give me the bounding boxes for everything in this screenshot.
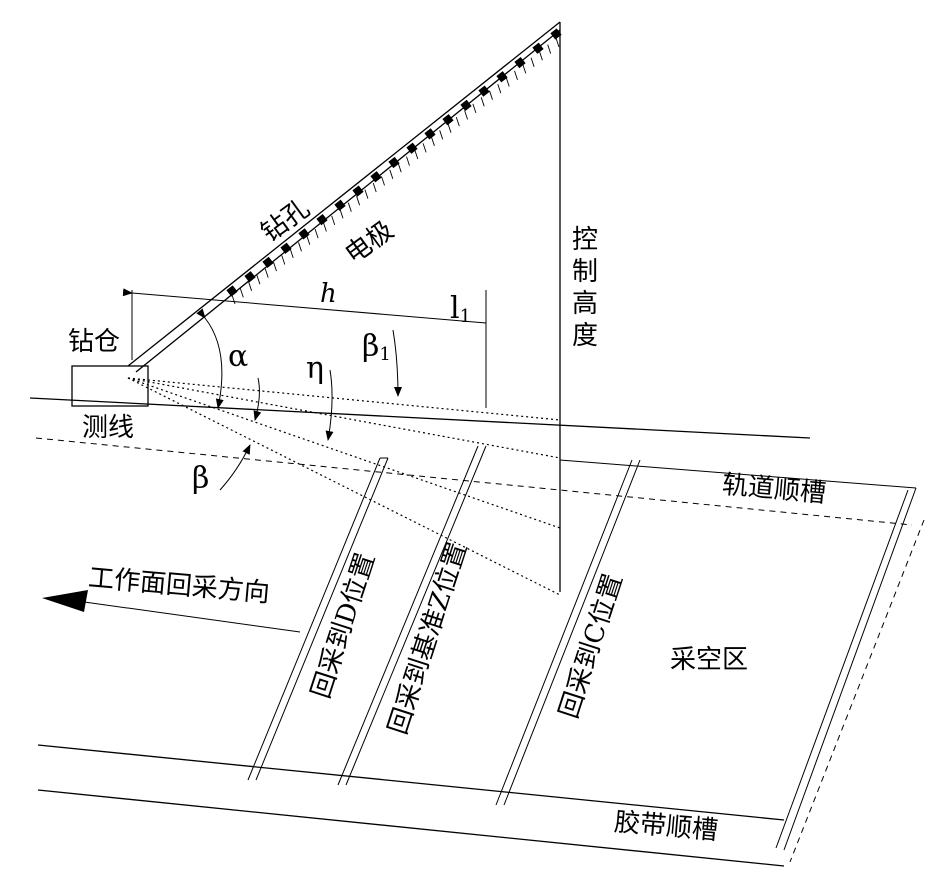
- hatch-tick: [314, 228, 319, 239]
- electrode-marker: [262, 256, 274, 269]
- drill-chamber-box: [71, 365, 149, 407]
- hatch-tick: [489, 90, 493, 100]
- hatch-tick: [281, 255, 286, 265]
- hatch-tick: [231, 294, 236, 305]
- electrode-marker: [478, 85, 490, 97]
- hatch-tick: [422, 143, 427, 153]
- face-position-c: [495, 459, 641, 806]
- electrode-marker: [532, 42, 544, 54]
- hatch-tick: [522, 64, 527, 74]
- hatch-tick: [538, 51, 543, 61]
- roadway-upper-line: [29, 397, 811, 439]
- hatch-tick: [514, 70, 518, 81]
- h-dimension: [122, 288, 487, 408]
- l1-symbol: l1: [450, 291, 471, 327]
- hatch-tick: [356, 196, 361, 206]
- hatch-tick: [372, 182, 377, 193]
- electrode-marker: [442, 114, 454, 126]
- hatch-tick: [298, 242, 302, 252]
- electrode-marker: [334, 199, 346, 211]
- hatch-tick: [347, 202, 352, 212]
- track-gateway-label: 轨道顺槽: [721, 470, 827, 509]
- electrode-marker: [244, 271, 256, 283]
- mining-direction-label: 工作面回采方向: [87, 563, 271, 609]
- position-z-label: 回采到基准Z位置: [383, 539, 473, 739]
- electrode-marker: [550, 28, 562, 40]
- electrode-marker: [352, 185, 364, 197]
- goaf-slab: [559, 459, 925, 863]
- h-symbol: h: [320, 279, 337, 309]
- control-height-char-2: 制: [572, 257, 598, 287]
- hatch-tick: [455, 116, 460, 127]
- hatch-tick: [256, 275, 261, 285]
- roadway-dashed-line: [35, 437, 913, 526]
- hatch-tick: [430, 136, 435, 146]
- hatch-tick: [414, 149, 419, 160]
- hatch-tick: [331, 215, 336, 226]
- electrode-marker: [226, 285, 238, 297]
- hatch-tick: [389, 169, 394, 179]
- electrode-marker: [496, 71, 508, 83]
- hatch-tick: [322, 222, 327, 232]
- drill-hole: [127, 21, 561, 373]
- hatch-tick: [464, 110, 469, 120]
- beta1-symbol: β1: [362, 329, 391, 365]
- belt-line-upper: [37, 744, 785, 821]
- goaf-label: 采空区: [670, 645, 748, 675]
- hatch-tick: [339, 209, 344, 219]
- eta-symbol: η: [306, 351, 324, 386]
- hatch-tick: [239, 288, 244, 298]
- hatch-tick: [447, 123, 452, 133]
- drill-chamber-label: 钻仓: [68, 327, 120, 357]
- electrode-marker: [460, 99, 472, 112]
- control-height-char-1: 控: [572, 225, 598, 255]
- hatch-tick: [264, 268, 269, 278]
- electrode-label: 电极: [340, 215, 400, 270]
- angle-arcs: [196, 308, 402, 491]
- electrode-marker: [388, 156, 400, 169]
- hatch-tick: [472, 103, 477, 114]
- face-position-z: [337, 445, 487, 786]
- hatch-tick: [397, 163, 402, 173]
- hatch-tick: [248, 281, 253, 291]
- face-position-d: [247, 457, 389, 781]
- hatch-tick: [555, 37, 560, 48]
- beta-symbol: β: [192, 461, 209, 496]
- hatch-tick: [306, 235, 311, 245]
- survey-line-label: 测线: [82, 413, 134, 443]
- mining-direction-arrow: [42, 590, 301, 633]
- electrode-marker: [370, 171, 382, 183]
- hatch-tick: [289, 248, 294, 259]
- hatch-tick: [530, 57, 535, 67]
- hatch-tick: [547, 44, 552, 54]
- hatch-tick: [505, 77, 510, 87]
- electrode-markers: [226, 28, 562, 305]
- electrode-marker: [316, 213, 328, 226]
- control-height-char-4: 度: [572, 321, 598, 351]
- electrode-marker: [280, 242, 292, 254]
- hatch-tick: [273, 261, 277, 272]
- hatch-tick: [406, 156, 410, 166]
- belt-line-lower: [37, 789, 785, 867]
- position-d-label: 回采到D位置: [306, 549, 381, 702]
- alpha-symbol: α: [228, 339, 248, 374]
- hatch-tick: [480, 97, 485, 107]
- belt-gateway-label: 胶带顺槽: [613, 807, 719, 846]
- hatch-tick: [439, 130, 444, 140]
- control-height-char-3: 高: [572, 289, 598, 319]
- hatch-tick: [497, 83, 502, 94]
- position-c-label: 回采到C位置: [554, 570, 629, 722]
- hatch-tick: [364, 189, 369, 199]
- hatch-tick: [381, 176, 385, 186]
- electrode-marker: [424, 128, 436, 140]
